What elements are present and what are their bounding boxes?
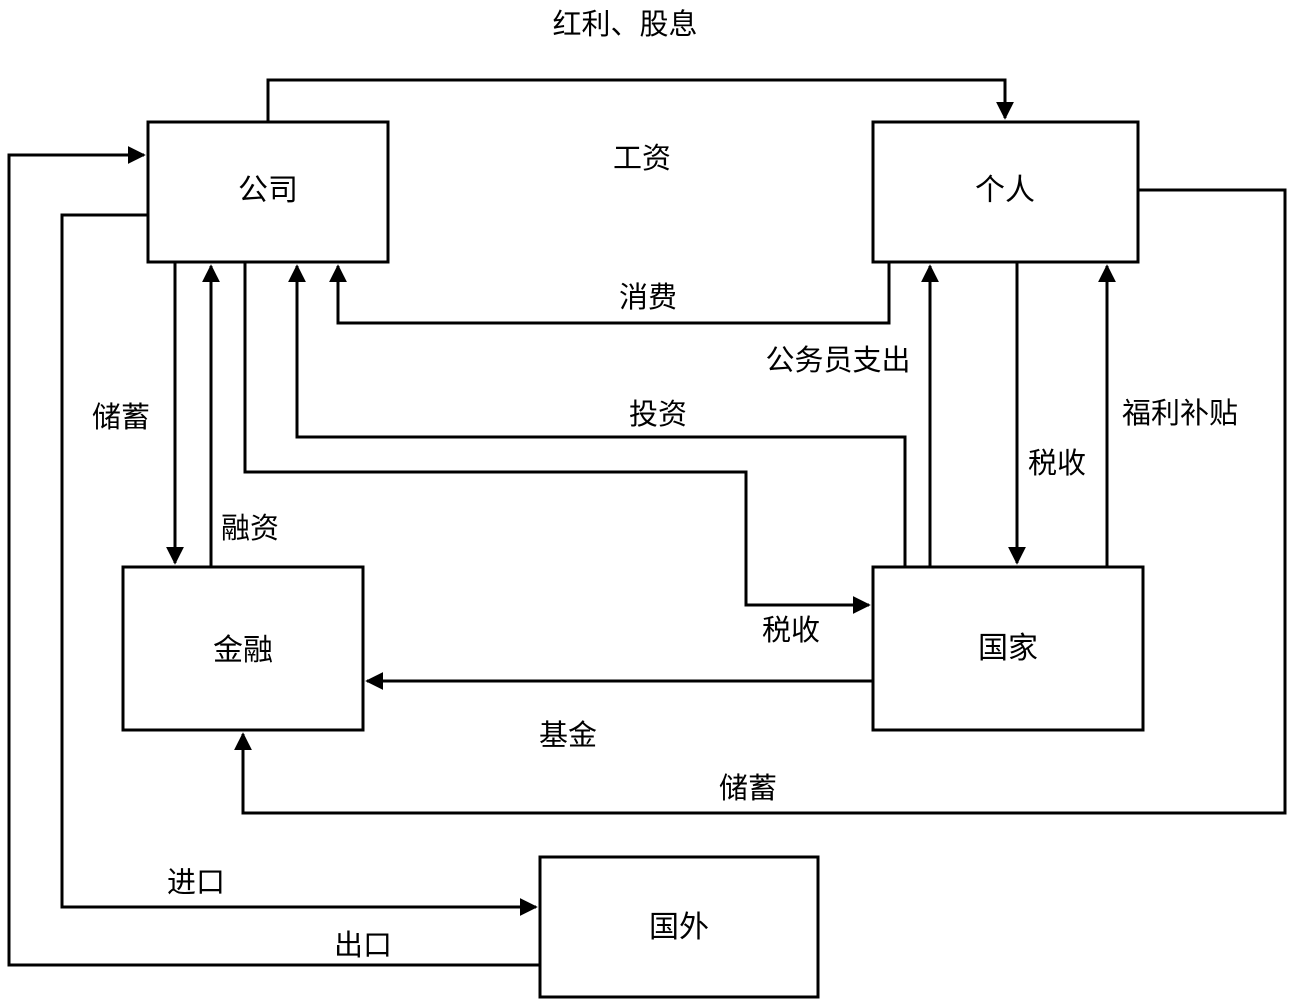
imports-arrow [60, 213, 538, 916]
imports-label: 进口 [167, 865, 225, 899]
state-box [871, 565, 1145, 732]
investment-label: 投资 [629, 397, 687, 431]
fund-label: 基金 [539, 718, 597, 752]
financing-label: 融资 [221, 511, 279, 545]
tax-company-label: 税收 [762, 613, 820, 647]
tax-company-arrow [243, 262, 871, 614]
finance-label: 金融 [213, 633, 273, 668]
foreign-label: 国外 [649, 910, 709, 945]
state-label: 国家 [978, 631, 1038, 666]
savings-individual-label: 储蓄 [719, 771, 777, 805]
tax-individual-label: 税收 [1028, 446, 1086, 480]
company-box [146, 120, 390, 264]
foreign-box [538, 855, 820, 999]
savings-individual-arrow [234, 188, 1287, 815]
dividends-arrow [266, 78, 1014, 122]
consumption-arrow [329, 262, 891, 325]
civil-servant-spending-label: 公务员支出 [765, 343, 910, 377]
dividends-label: 红利、股息 [552, 7, 697, 41]
investment-arrow [288, 264, 907, 567]
individual-label: 个人 [975, 173, 1035, 208]
welfare-subsidy-label: 福利补贴 [1122, 396, 1238, 430]
individual-box [871, 120, 1140, 264]
exports-label: 出口 [334, 928, 392, 962]
exports-arrow [7, 146, 540, 967]
consumption-label: 消费 [619, 280, 677, 314]
finance-box [121, 565, 365, 732]
wages-label: 工资 [613, 141, 671, 175]
savings-company-label: 储蓄 [92, 400, 150, 434]
company-label: 公司 [238, 173, 298, 208]
